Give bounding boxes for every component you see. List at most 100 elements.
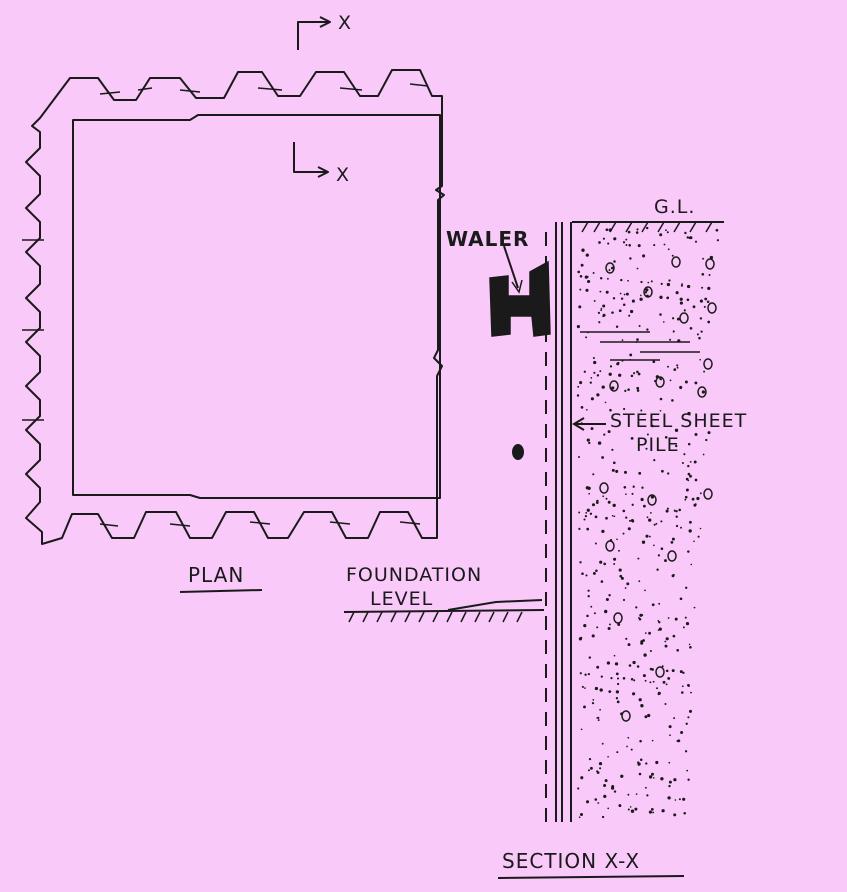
soil-dot: [683, 453, 686, 456]
soil-dot: [633, 679, 636, 682]
soil-dot: [687, 464, 690, 468]
waler-leader-arrowhead: [511, 279, 523, 294]
soil-right-boundary: [690, 222, 722, 820]
soil-dot: [592, 473, 595, 476]
soil-dot: [650, 808, 654, 811]
soil-dot: [650, 512, 652, 514]
soil-dot: [652, 811, 655, 814]
soil-dot: [668, 761, 671, 764]
soil-dot: [614, 662, 619, 666]
soil-dot: [657, 554, 661, 557]
soil-dot: [590, 605, 593, 608]
soil-dot: [607, 626, 611, 631]
soil-dot: [628, 244, 631, 247]
soil-dot: [599, 560, 603, 564]
soil-dot: [625, 292, 629, 296]
soil-dot: [603, 783, 607, 788]
soil-dot: [596, 665, 600, 669]
soil-dot: [694, 240, 698, 243]
soil-dot: [622, 509, 626, 513]
soil-dot: [675, 444, 678, 448]
soil-dot: [660, 378, 662, 381]
soil-pebble: [613, 612, 623, 624]
soil-dot: [694, 503, 697, 506]
soil-dot: [687, 550, 690, 553]
soil-dot: [690, 563, 693, 566]
soil-dot: [629, 519, 631, 522]
soil-dot: [671, 317, 675, 320]
soil-dot: [648, 631, 652, 635]
plan-caption-underline: [179, 589, 263, 593]
soil-dot: [684, 495, 688, 499]
soil-dot: [672, 330, 675, 333]
soil-dot: [683, 309, 686, 312]
soil-dot: [625, 493, 627, 496]
soil-dot: [646, 433, 649, 436]
soil-dot: [612, 461, 616, 465]
soil-dot: [699, 358, 701, 361]
soil-dot: [687, 479, 690, 482]
soil-dot: [651, 772, 654, 776]
soil-dot: [636, 389, 640, 392]
soil-dot: [587, 279, 591, 284]
ground-level-hatch: [581, 221, 713, 233]
soil-dot: [651, 424, 654, 428]
soil-dot: [667, 617, 670, 619]
soil-dot: [585, 336, 588, 339]
soil-dot: [653, 459, 656, 462]
foundation-level-leader: [447, 599, 543, 611]
soil-dot: [645, 534, 649, 538]
soil-dot: [616, 538, 618, 541]
soil-dot: [579, 381, 583, 385]
soil-dot: [594, 798, 598, 801]
soil-dot: [640, 280, 643, 284]
soil-dot: [680, 284, 683, 287]
soil-dot: [681, 283, 684, 286]
soil-dot: [618, 568, 622, 572]
soil-dot: [595, 569, 598, 572]
soil-dot: [619, 574, 623, 578]
waler-label: WALER: [446, 227, 530, 251]
plan-view: [22, 16, 445, 593]
soil-dot: [673, 778, 677, 782]
soil-dot: [599, 290, 602, 293]
soil-dot: [616, 751, 619, 754]
soil-pebble: [599, 482, 609, 494]
soil-dot: [597, 802, 600, 804]
soil-dot: [667, 248, 670, 251]
soil-dot: [593, 371, 596, 374]
soil-dot: [671, 537, 675, 541]
plan-caption: PLAN: [188, 563, 245, 587]
soil-dot: [627, 388, 630, 391]
waler-h-section: [489, 260, 551, 337]
soil-dot: [650, 280, 653, 283]
soil-pebble: [647, 494, 657, 506]
section-marker-bottom-label: X: [336, 164, 351, 186]
soil-dot: [578, 511, 581, 514]
soil-dot: [696, 496, 700, 501]
soil-dot: [580, 728, 583, 731]
soil-dot: [593, 612, 596, 615]
soil-dot: [579, 275, 583, 278]
soil-dot: [615, 697, 619, 700]
soil-dot: [618, 309, 622, 313]
soil-dot: [682, 797, 686, 801]
soil-dot: [694, 478, 698, 482]
soil-dot: [662, 321, 665, 323]
soil-dot: [701, 272, 705, 276]
soil-dot: [585, 574, 588, 577]
soil-dot: [644, 715, 648, 719]
soil-dot: [583, 370, 586, 373]
soil-dot: [681, 461, 684, 465]
soil-dot: [604, 609, 608, 614]
soil-dot: [701, 390, 706, 394]
soil-dot: [682, 671, 685, 674]
soil-dot: [634, 807, 638, 811]
soil-dot: [607, 430, 611, 434]
soil-dot: [593, 360, 597, 365]
soil-dot: [607, 807, 610, 810]
soil-dot: [599, 708, 601, 711]
soil-dot: [705, 438, 708, 442]
soil-dot: [687, 684, 690, 688]
soil-pebble: [605, 262, 615, 274]
